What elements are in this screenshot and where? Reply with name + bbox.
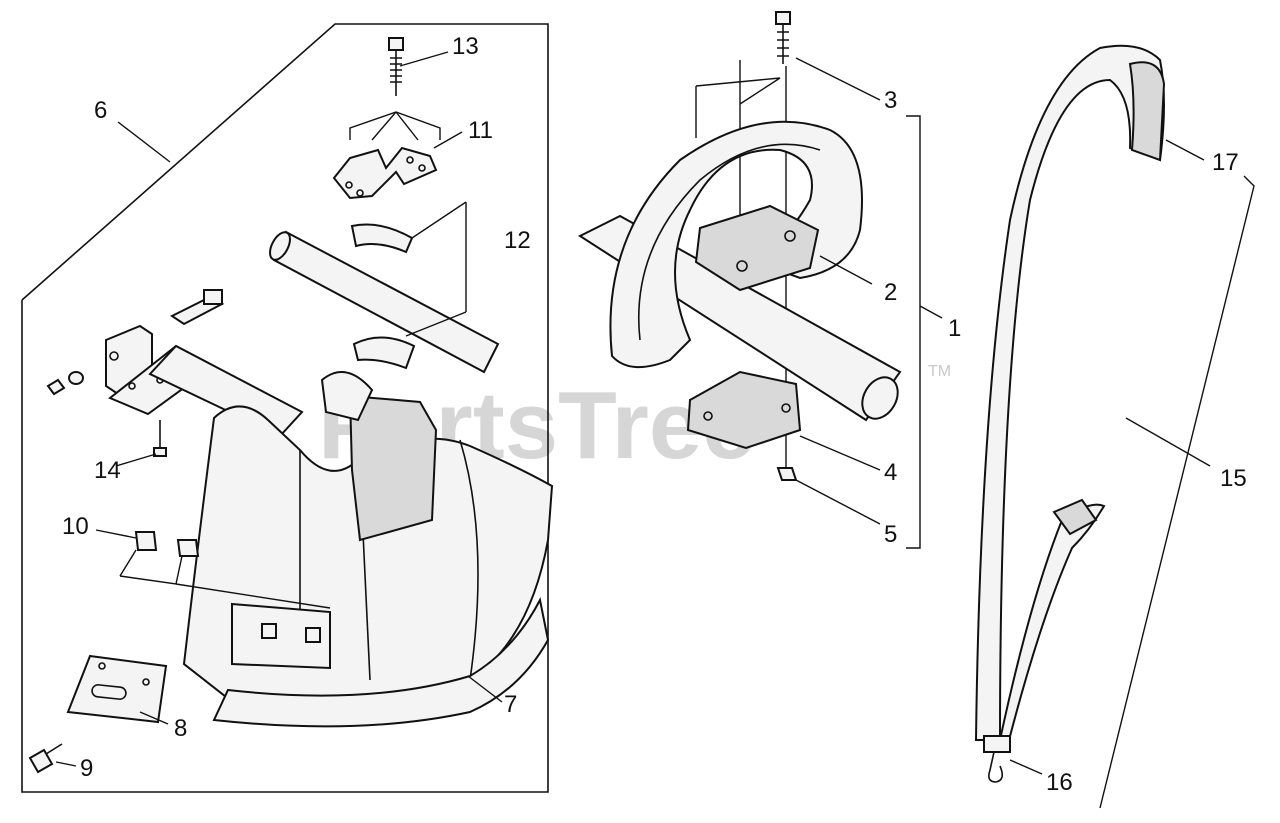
leader-13-fan	[349, 111, 441, 141]
callout-17: 17	[1212, 149, 1239, 176]
watermark-trademark: TM	[928, 363, 951, 380]
callout-15: 15	[1220, 465, 1247, 492]
leader-1-bracket	[906, 115, 921, 549]
hook-16	[983, 735, 1011, 753]
leader-17	[1165, 139, 1205, 161]
nut-5	[776, 467, 798, 481]
guard-mount-block	[348, 394, 438, 542]
leader-10-fan	[119, 549, 331, 609]
clamp-2	[694, 204, 820, 292]
clamp-4	[686, 370, 802, 450]
strap-group	[974, 44, 1255, 809]
clamp-half-shell-lower	[352, 336, 416, 370]
leader-15	[1125, 417, 1211, 467]
callout-9: 9	[80, 755, 93, 782]
strap-pad-17	[1128, 61, 1166, 162]
callout-14: 14	[94, 457, 121, 484]
leader-13	[399, 51, 449, 67]
callout-4: 4	[884, 459, 897, 486]
leader-7	[467, 675, 503, 703]
handle-bracket-lines	[695, 77, 781, 138]
leader-3	[795, 57, 881, 101]
leader-10	[95, 529, 137, 539]
guard-7	[182, 371, 554, 728]
nut	[46, 378, 66, 396]
callout-2: 2	[884, 279, 897, 306]
callout-7: 7	[504, 691, 517, 718]
leader-14	[115, 453, 157, 467]
callout-8: 8	[174, 715, 187, 742]
bolt-13	[388, 37, 404, 96]
clamp-11	[332, 146, 438, 200]
leader-16	[1009, 759, 1043, 775]
bolt-3	[775, 11, 791, 64]
guard-assembly-group	[21, 23, 554, 793]
nut-10-b	[176, 539, 200, 557]
callout-11: 11	[468, 117, 493, 144]
washer	[68, 371, 84, 385]
leader-6	[117, 121, 171, 163]
callout-5: 5	[884, 521, 897, 548]
handle-assembly-group	[577, 11, 943, 549]
leader-5	[795, 479, 881, 525]
strap-15	[974, 44, 1165, 741]
leader-4	[799, 435, 881, 471]
callout-6: 6	[94, 97, 107, 124]
callout-1: 1	[948, 315, 961, 342]
plate-8	[66, 654, 168, 724]
clamp-half-shell-upper	[350, 223, 414, 254]
leader-1	[919, 305, 943, 319]
callout-3: 3	[884, 87, 897, 114]
callout-16: 16	[1046, 769, 1073, 796]
callout-10: 10	[62, 513, 89, 540]
leader-8	[139, 711, 169, 725]
group-outline	[21, 23, 549, 793]
leader-2	[819, 255, 873, 285]
leader-9	[55, 761, 77, 767]
callout-13: 13	[452, 33, 479, 60]
leader-11	[433, 131, 463, 149]
leader-17-bracket	[1099, 175, 1255, 809]
callout-12: 12	[504, 227, 531, 254]
bracket-assembly	[46, 289, 304, 457]
screw-9	[28, 748, 54, 774]
nut-10-a	[134, 531, 158, 551]
